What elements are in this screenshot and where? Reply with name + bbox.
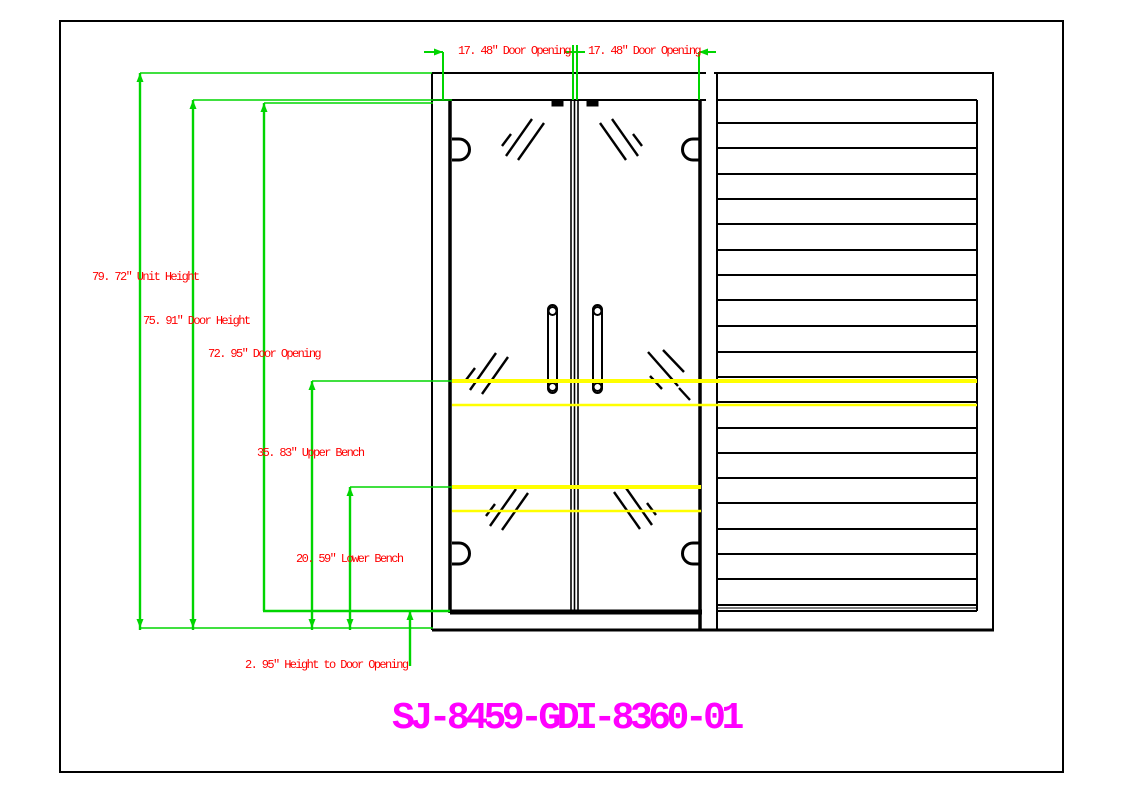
- dimension-lines: [138, 45, 716, 666]
- door-stop-left: [551, 99, 564, 107]
- label-height-to-door-opening: 2. 95″ Height to Door Opening: [245, 658, 409, 672]
- door-handles: [547, 304, 603, 394]
- glass-hatch-right-top: [599, 118, 643, 161]
- label-door-height: 75. 91″ Door Height: [143, 314, 251, 328]
- hinge-right-bottom: [681, 541, 700, 566]
- label-door-opening-top-left: 17. 48″ Door Opening: [458, 44, 572, 58]
- hinge-left-top: [452, 137, 471, 162]
- door-mullion: [570, 100, 579, 611]
- slatted-panel: [714, 72, 994, 630]
- hinge-left-bottom: [452, 541, 471, 566]
- glass-hatch-right-middle: [647, 349, 691, 401]
- glass-hatch-left-top: [501, 118, 545, 161]
- drawing-title: SJ-8459-GDI-8360-01: [392, 697, 744, 740]
- door-stop-right: [586, 99, 599, 107]
- glass-hatch-marks: [465, 118, 691, 531]
- page-border: [59, 20, 1064, 773]
- sauna-unit-outline: [431, 72, 994, 632]
- glass-hatch-left-middle: [465, 352, 509, 395]
- label-upper-bench: 35. 83″ Upper Bench: [257, 446, 365, 460]
- label-unit-height: 79. 72″ Unit Height: [92, 270, 200, 284]
- handle-right-door: [592, 304, 603, 394]
- label-door-opening-top-right: 17. 48″ Door Opening: [588, 44, 702, 58]
- door-hinges: [452, 137, 700, 566]
- dimension-arrowheads: [136, 48, 708, 628]
- glass-hatch-right-bottom: [613, 487, 657, 530]
- label-lower-bench: 20. 59″ Lower Bench: [296, 552, 404, 566]
- glass-hatch-left-bottom: [485, 488, 529, 531]
- bench-lines: [452, 379, 977, 513]
- hinge-right-top: [681, 137, 700, 162]
- label-door-opening: 72. 95″ Door Opening: [208, 347, 322, 361]
